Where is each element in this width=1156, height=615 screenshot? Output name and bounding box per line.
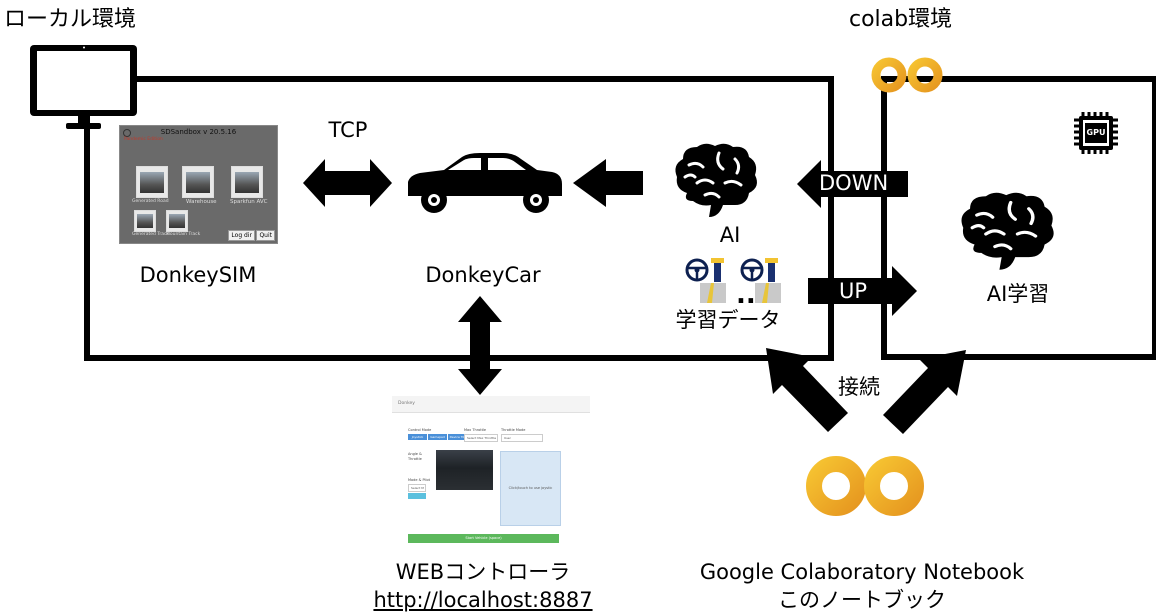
throttle-mode-select[interactable]: User <box>501 434 543 442</box>
notebook-to-colab-arrow <box>883 350 966 434</box>
ai-label: AI <box>719 223 741 247</box>
sim-log-dir-button[interactable]: Log dir <box>228 230 255 241</box>
colab-logo-icon-small <box>871 57 943 93</box>
max-throttle-select[interactable]: Select Max Throttle <box>464 434 498 442</box>
donkeysim-screenshot: SDSandbox v 20.5.16 Pandemic Edition Gen… <box>119 125 278 244</box>
web-small-button[interactable] <box>408 493 426 499</box>
tcp-label: TCP <box>328 118 368 142</box>
web-url-link[interactable]: http://localhost:8887 <box>373 588 593 612</box>
colab-notebook-label: Google Colaboratory Notebook <box>699 560 1025 584</box>
donkeysim-label: DonkeySIM <box>139 263 257 287</box>
sim-quit-button[interactable]: Quit <box>256 230 275 241</box>
training-data-label: 学習データ <box>675 308 781 332</box>
sim-title: SDSandbox v 20.5.16 <box>160 128 237 136</box>
colab-logo-icon <box>806 456 924 516</box>
throttle-mode-label: Throttle Mode <box>501 428 526 432</box>
steering-wheel-icon <box>740 258 764 282</box>
sim-track-thumb[interactable] <box>231 166 263 198</box>
gpu-chip-icon <box>1074 112 1118 154</box>
throttle-lever-icon <box>765 258 778 282</box>
colab-environment-label: colab環境 <box>849 7 953 32</box>
web-controller-label: WEBコントローラ <box>395 560 571 584</box>
throttle-lever-icon <box>711 258 724 282</box>
colab-environment-frame <box>881 76 1156 360</box>
up-arrow <box>808 266 917 316</box>
car-web-double-arrow <box>458 296 502 395</box>
sim-logo-icon <box>123 129 131 137</box>
local-environment-label: ローカル環境 <box>4 7 137 32</box>
road-image-icon <box>755 283 781 303</box>
ai-to-car-arrow <box>573 159 643 207</box>
sim-track-label: Sparkfun AVC <box>230 199 268 205</box>
start-vehicle-button[interactable]: Start Vehicle (space) <box>408 534 559 543</box>
sim-edition: Pandemic Edition <box>124 137 163 142</box>
monitor-icon <box>30 45 137 129</box>
down-label: DOWN <box>819 171 889 195</box>
steering-wheel-icon <box>685 258 709 282</box>
throttle-label: Throttle <box>408 457 422 461</box>
tcp-double-arrow <box>303 159 392 207</box>
sim-track-label: Generated Road <box>132 199 169 204</box>
sim-track-thumb[interactable] <box>134 210 156 232</box>
max-throttle-label: Max Throttle <box>464 428 487 432</box>
brain-icon <box>675 143 757 217</box>
sim-track-thumb[interactable] <box>182 166 214 198</box>
sim-track-label: Warehouse <box>186 199 217 205</box>
donkeycar-label: DonkeyCar <box>425 263 541 287</box>
this-notebook-label: このノートブック <box>778 588 946 612</box>
car-icon <box>408 153 562 213</box>
control-mode-joystick[interactable]: Joystick <box>408 434 427 440</box>
camera-feed-image <box>436 450 493 490</box>
control-mode-gamepad[interactable]: Gamepad <box>428 434 447 440</box>
down-arrow <box>797 160 908 208</box>
road-image-icon <box>700 283 726 303</box>
sim-track-label: Generated Track <box>132 232 170 237</box>
web-controller-screenshot: Donkey Control Mode Joystick Gamepad Dev… <box>392 396 590 546</box>
sim-track-thumb[interactable] <box>166 210 188 232</box>
ai-training-label: AI学習 <box>986 282 1050 306</box>
up-label: UP <box>839 279 868 303</box>
control-mode-label: Control Mode <box>408 428 432 432</box>
web-navbar-brand[interactable]: Donkey <box>392 396 590 413</box>
angle-label: Angle & <box>408 452 422 456</box>
brain-icon-colab <box>961 192 1054 270</box>
sim-track-label: Mountain Track <box>166 232 201 237</box>
gpu-label: GPU <box>1086 128 1106 137</box>
local-environment-frame <box>84 76 834 361</box>
connect-label: 接続 <box>838 375 880 399</box>
notebook-to-data-arrow <box>766 348 848 432</box>
mode-pilot-select[interactable]: Select M <box>408 484 426 492</box>
joystick-area[interactable]: Click/touch to use joystic <box>500 451 561 526</box>
sim-track-thumb[interactable] <box>136 166 168 198</box>
mode-pilot-label: Mode & Pilot <box>408 478 430 482</box>
control-mode-device-tilt[interactable]: Device Tilt <box>448 434 467 440</box>
